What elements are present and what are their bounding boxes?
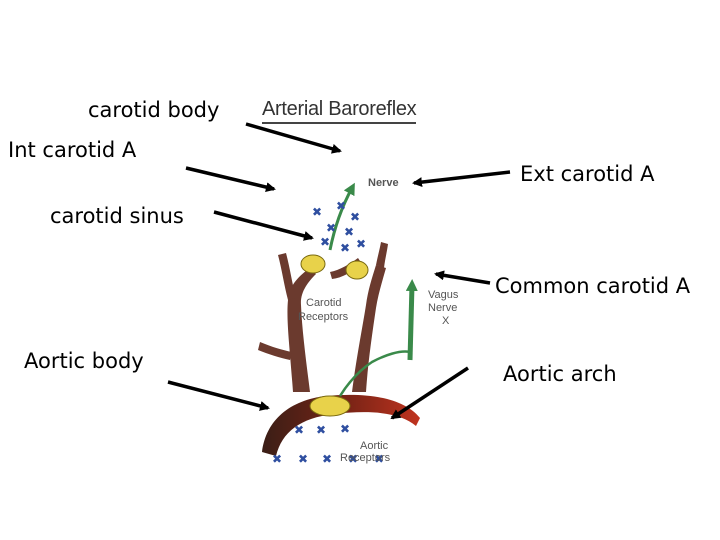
svg-text:✖: ✖ [298, 452, 308, 466]
receptor-marks: ✖✖✖ ✖✖✖ ✖✖ ✖✖✖ ✖✖✖✖✖ [272, 199, 384, 466]
label-int-carotid: Int carotid A [8, 138, 137, 162]
arrow-common-carotid [434, 270, 491, 285]
svg-text:✖: ✖ [374, 452, 384, 466]
left-side-branch [258, 342, 292, 360]
aortic-receptors-line2: Receptors [340, 452, 391, 464]
svg-text:✖: ✖ [320, 235, 330, 249]
svg-text:✖: ✖ [326, 221, 336, 235]
left-common-carotid [287, 268, 316, 392]
label-ext-carotid: Ext carotid A [520, 162, 655, 186]
svg-text:✖: ✖ [350, 210, 360, 224]
sinus-nerve [328, 182, 355, 251]
right-internal-carotid [376, 242, 388, 268]
aortic-arch [262, 394, 420, 456]
arrow-ext-carotid [412, 170, 511, 188]
left-carotid-body [300, 254, 326, 274]
carotid-receptors-line2: Receptors [298, 311, 349, 323]
vagus-line3: X [442, 315, 450, 327]
svg-text:✖: ✖ [348, 452, 358, 466]
vessels [258, 242, 420, 456]
svg-text:✖: ✖ [272, 452, 282, 466]
svg-text:✖: ✖ [322, 452, 332, 466]
svg-text:✖: ✖ [356, 237, 366, 251]
left-internal-carotid [278, 253, 296, 300]
figure-text: Nerve Carotid Receptors Vagus Nerve X Ao… [298, 177, 459, 464]
svg-text:✖: ✖ [312, 205, 322, 219]
vagus-line2: Nerve [428, 302, 457, 314]
svg-text:✖: ✖ [344, 225, 354, 239]
pointer-arrows [167, 122, 511, 420]
arrow-carotid-sinus [213, 210, 314, 241]
label-carotid-body: carotid body [88, 98, 220, 122]
label-common-carotid: Common carotid A [495, 274, 691, 298]
right-common-carotid [352, 265, 386, 392]
aortic-body [309, 395, 351, 417]
aortic-receptors-line1: Aortic [360, 440, 389, 452]
arrow-aortic-body [167, 380, 270, 411]
vagus-line1: Vagus [428, 289, 459, 301]
svg-text:✖: ✖ [340, 241, 350, 255]
arrow-int-carotid [185, 166, 276, 193]
carotid-receptors-line1: Carotid [306, 297, 341, 309]
svg-text:✖: ✖ [340, 422, 350, 436]
svg-text:✖: ✖ [316, 423, 326, 437]
right-carotid-body [345, 260, 369, 280]
label-carotid-sinus: carotid sinus [50, 204, 184, 228]
nerve-label: Nerve [368, 177, 399, 189]
label-aortic-body: Aortic body [24, 349, 144, 373]
nerves [328, 182, 418, 397]
label-aortic-arch: Aortic arch [503, 362, 617, 386]
svg-text:✖: ✖ [336, 199, 346, 213]
carotid-bodies [300, 254, 369, 417]
vagus-nerve [405, 279, 418, 361]
arrow-aortic-arch [390, 366, 469, 420]
arrow-carotid-body [245, 122, 342, 154]
aortic-nerve [338, 350, 411, 397]
svg-text:✖: ✖ [294, 423, 304, 437]
diagram-title: Arterial Baroreflex [262, 98, 417, 124]
